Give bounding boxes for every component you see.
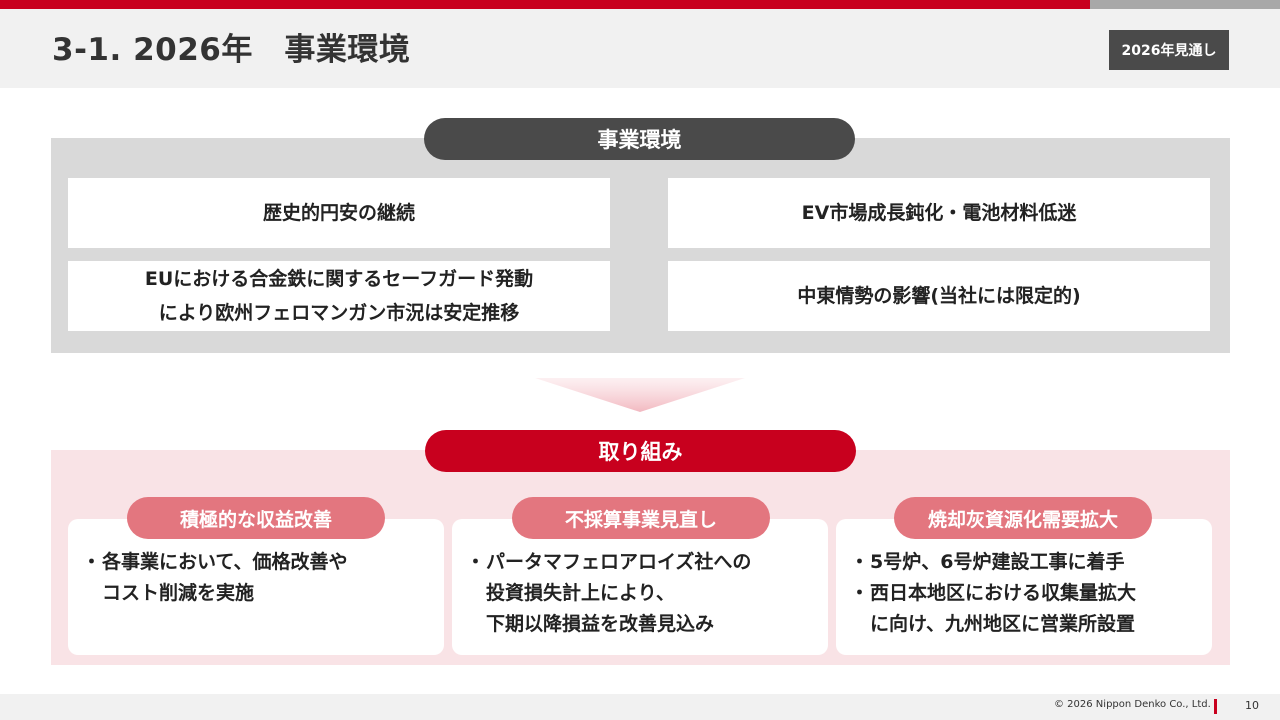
- initiative-bullets: パータマフェロアロイズ社への 投資損失計上により、 下期以降損益を改善見込み: [466, 547, 822, 640]
- bullet-item: 各事業において、価格改善や コスト削減を実施: [82, 547, 438, 609]
- environment-item: EV市場成長鈍化・電池材料低迷: [668, 178, 1210, 248]
- top-gray-bar: [1090, 0, 1280, 9]
- environment-item-text: 歴史的円安の継続: [262, 202, 415, 224]
- environment-item-text: EUにおける合金鉄に関するセーフガード発動 により欧州フェロマンガン市況は安定推…: [144, 268, 534, 324]
- bullet-item: 5号炉、6号炉建設工事に着手: [850, 547, 1206, 578]
- environment-item: 歴史的円安の継続: [68, 178, 610, 248]
- copyright: © 2026 Nippon Denko Co., Ltd.: [1054, 699, 1211, 710]
- environment-label: 事業環境: [424, 118, 855, 160]
- environment-item-text: EV市場成長鈍化・電池材料低迷: [801, 202, 1077, 224]
- bullet-item: 西日本地区における収集量拡大 に向け、九州地区に営業所設置: [850, 578, 1206, 640]
- bullet-item: パータマフェロアロイズ社への 投資損失計上により、 下期以降損益を改善見込み: [466, 547, 822, 640]
- page-title: 3-1. 2026年 事業環境: [52, 32, 411, 68]
- initiative-card-title: 積極的な収益改善: [127, 497, 385, 539]
- forecast-badge: 2026年見通し: [1109, 30, 1229, 70]
- environment-item: 中東情勢の影響(当社には限定的): [668, 261, 1210, 331]
- initiative-bullets: 5号炉、6号炉建設工事に着手 西日本地区における収集量拡大 に向け、九州地区に営…: [850, 547, 1206, 640]
- down-arrow-icon: [535, 378, 745, 412]
- initiative-card-title: 不採算事業見直し: [512, 497, 770, 539]
- header: [0, 9, 1280, 88]
- top-accent-bar: [0, 0, 1090, 9]
- footer: [0, 694, 1280, 720]
- environment-item: EUにおける合金鉄に関するセーフガード発動 により欧州フェロマンガン市況は安定推…: [68, 261, 610, 331]
- environment-item-text: 中東情勢の影響(当社には限定的): [797, 285, 1081, 307]
- initiatives-label: 取り組み: [425, 430, 856, 472]
- page-number: 10: [1245, 699, 1259, 712]
- initiative-bullets: 各事業において、価格改善や コスト削減を実施: [82, 547, 438, 609]
- initiative-card-title: 焼却灰資源化需要拡大: [894, 497, 1152, 539]
- footer-divider: [1214, 699, 1217, 714]
